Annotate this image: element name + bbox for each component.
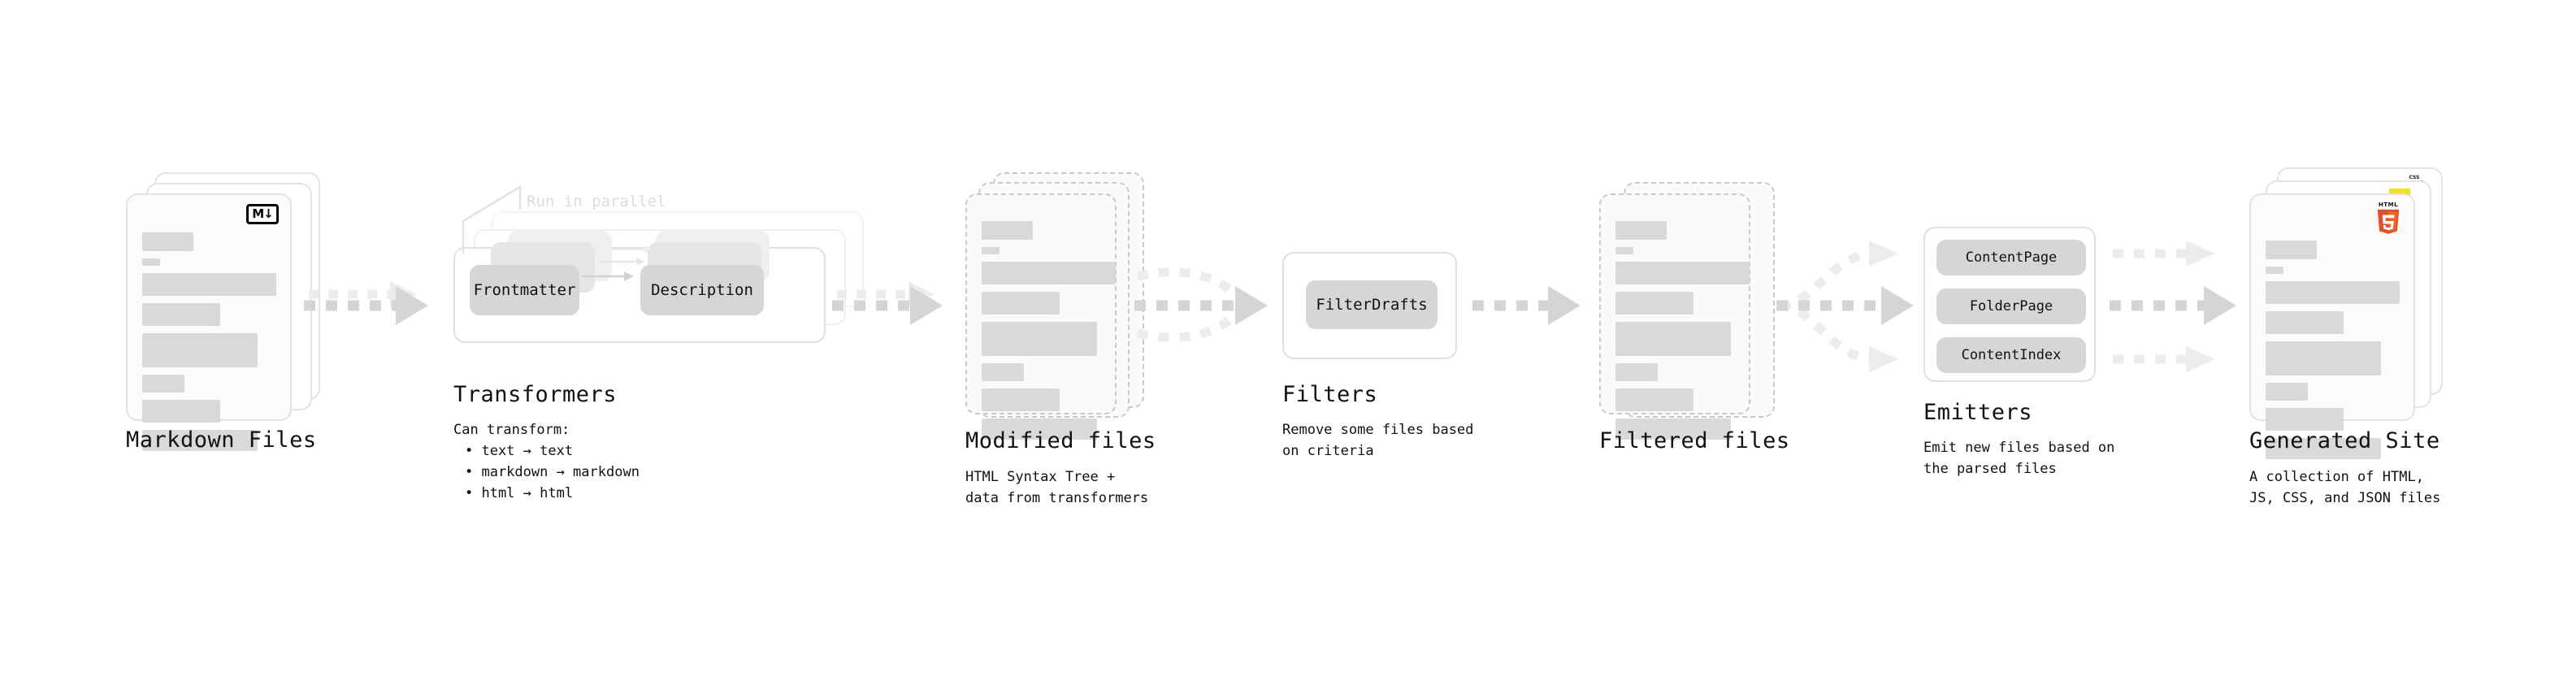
- skeleton-bar: [1615, 419, 1731, 440]
- stage-title-modified-files: Modified files: [965, 428, 1156, 453]
- skeleton-bar: [1615, 247, 1633, 254]
- css-icon-label: CSS: [2409, 175, 2420, 180]
- skeleton-bar: [142, 333, 258, 367]
- skeleton-bar: [982, 388, 1060, 411]
- emitters-subtitle: Emit new files based on the parsed files: [1923, 440, 2115, 477]
- stage-title-emitters: Emitters: [1923, 400, 2033, 425]
- filtered-skeleton-body: [1615, 221, 1750, 447]
- skeleton-bar: [2266, 281, 2400, 304]
- markdown-skeleton-body: [142, 232, 276, 458]
- stage-title-filters: Filters: [1282, 382, 1378, 407]
- markdown-icon: M↓: [246, 204, 279, 224]
- skeleton-bar: [982, 322, 1097, 356]
- transformers-bullet-2: • markdown → markdown: [465, 464, 640, 480]
- skeleton-bar: [2266, 311, 2344, 334]
- skeleton-bar: [982, 292, 1060, 314]
- skeleton-bar: [1615, 221, 1667, 240]
- skeleton-bar: [2266, 408, 2344, 431]
- transformers-bullet-1: • text → text: [465, 443, 574, 459]
- generated-site-subtitle: A collection of HTML, JS, CSS, and JSON …: [2249, 469, 2441, 506]
- emitter-chip-contentpage[interactable]: ContentPage: [1936, 240, 2086, 275]
- skeleton-bar: [1615, 292, 1693, 314]
- stage-title-generated-site: Generated Site: [2249, 428, 2440, 453]
- skeleton-bar: [1615, 322, 1731, 356]
- skeleton-bar: [142, 375, 184, 393]
- modified-skeleton-body: [982, 221, 1116, 447]
- transformer-chip-frontmatter[interactable]: Frontmatter: [470, 265, 579, 315]
- html5-icon-label: HTML: [2378, 202, 2399, 208]
- transformers-subtitle: Can transform:: [453, 422, 570, 438]
- markdown-file-card-front: M↓: [126, 193, 292, 451]
- skeleton-bar: [982, 262, 1116, 284]
- conn-emitters-to-site: [2110, 241, 2236, 372]
- emitter-chip-contentindex[interactable]: ContentIndex: [1936, 337, 2086, 373]
- skeleton-bar: [982, 221, 1033, 240]
- skeleton-bar: [142, 303, 220, 326]
- skeleton-bar: [142, 273, 276, 296]
- filtered-file-card-front: [1599, 193, 1750, 440]
- skeleton-bar: [1615, 262, 1750, 284]
- filters-subtitle: Remove some files based on criteria: [1282, 422, 1474, 459]
- generated-site-card-front: HTML: [2249, 193, 2415, 459]
- stage-title-transformers: Transformers: [453, 382, 618, 407]
- skeleton-bar: [142, 232, 193, 251]
- skeleton-bar: [142, 258, 160, 266]
- run-in-parallel-note: Run in parallel: [527, 193, 666, 210]
- skeleton-bar: [982, 363, 1024, 381]
- emitter-chip-folderpage[interactable]: FolderPage: [1936, 288, 2086, 324]
- stage-title-markdown-files: Markdown Files: [126, 427, 317, 453]
- filters-panel: FilterDrafts: [1282, 252, 1457, 359]
- modified-file-card-front: [965, 193, 1117, 440]
- skeleton-bar: [982, 247, 1000, 254]
- conn-filters-to-filtered: [1472, 286, 1581, 325]
- html5-shield-glyph: [2377, 209, 2400, 234]
- skeleton-bar: [2266, 241, 2317, 259]
- skeleton-bar: [2266, 267, 2283, 274]
- skeleton-bar: [142, 430, 258, 451]
- conn-filtered-to-emitters: [1776, 241, 1914, 372]
- skeleton-bar: [2266, 383, 2308, 401]
- conn-md-to-transformers: [304, 281, 428, 325]
- transformer-chip-description[interactable]: Description: [640, 265, 764, 315]
- transformer-panel-front: Frontmatter Description: [453, 231, 826, 343]
- html5-icon: HTML: [2374, 202, 2402, 236]
- modified-files-subtitle: HTML Syntax Tree + data from transformer…: [965, 469, 1149, 506]
- stage-title-filtered-files: Filtered files: [1599, 428, 1790, 453]
- skeleton-bar: [1615, 388, 1693, 411]
- skeleton-bar: [142, 400, 220, 423]
- skeleton-bar: [1615, 363, 1658, 381]
- emitters-panel: ContentPage FolderPage ContentIndex: [1923, 227, 2096, 382]
- skeleton-bar: [2266, 438, 2381, 459]
- conn-modified-to-filters: [1134, 267, 1268, 342]
- skeleton-bar: [2266, 341, 2381, 375]
- generated-site-skeleton-body: [2266, 241, 2400, 466]
- filter-chip-filterdrafts[interactable]: FilterDrafts: [1306, 280, 1438, 329]
- skeleton-bar: [982, 419, 1097, 440]
- transformers-bullet-3: • html → html: [465, 485, 574, 501]
